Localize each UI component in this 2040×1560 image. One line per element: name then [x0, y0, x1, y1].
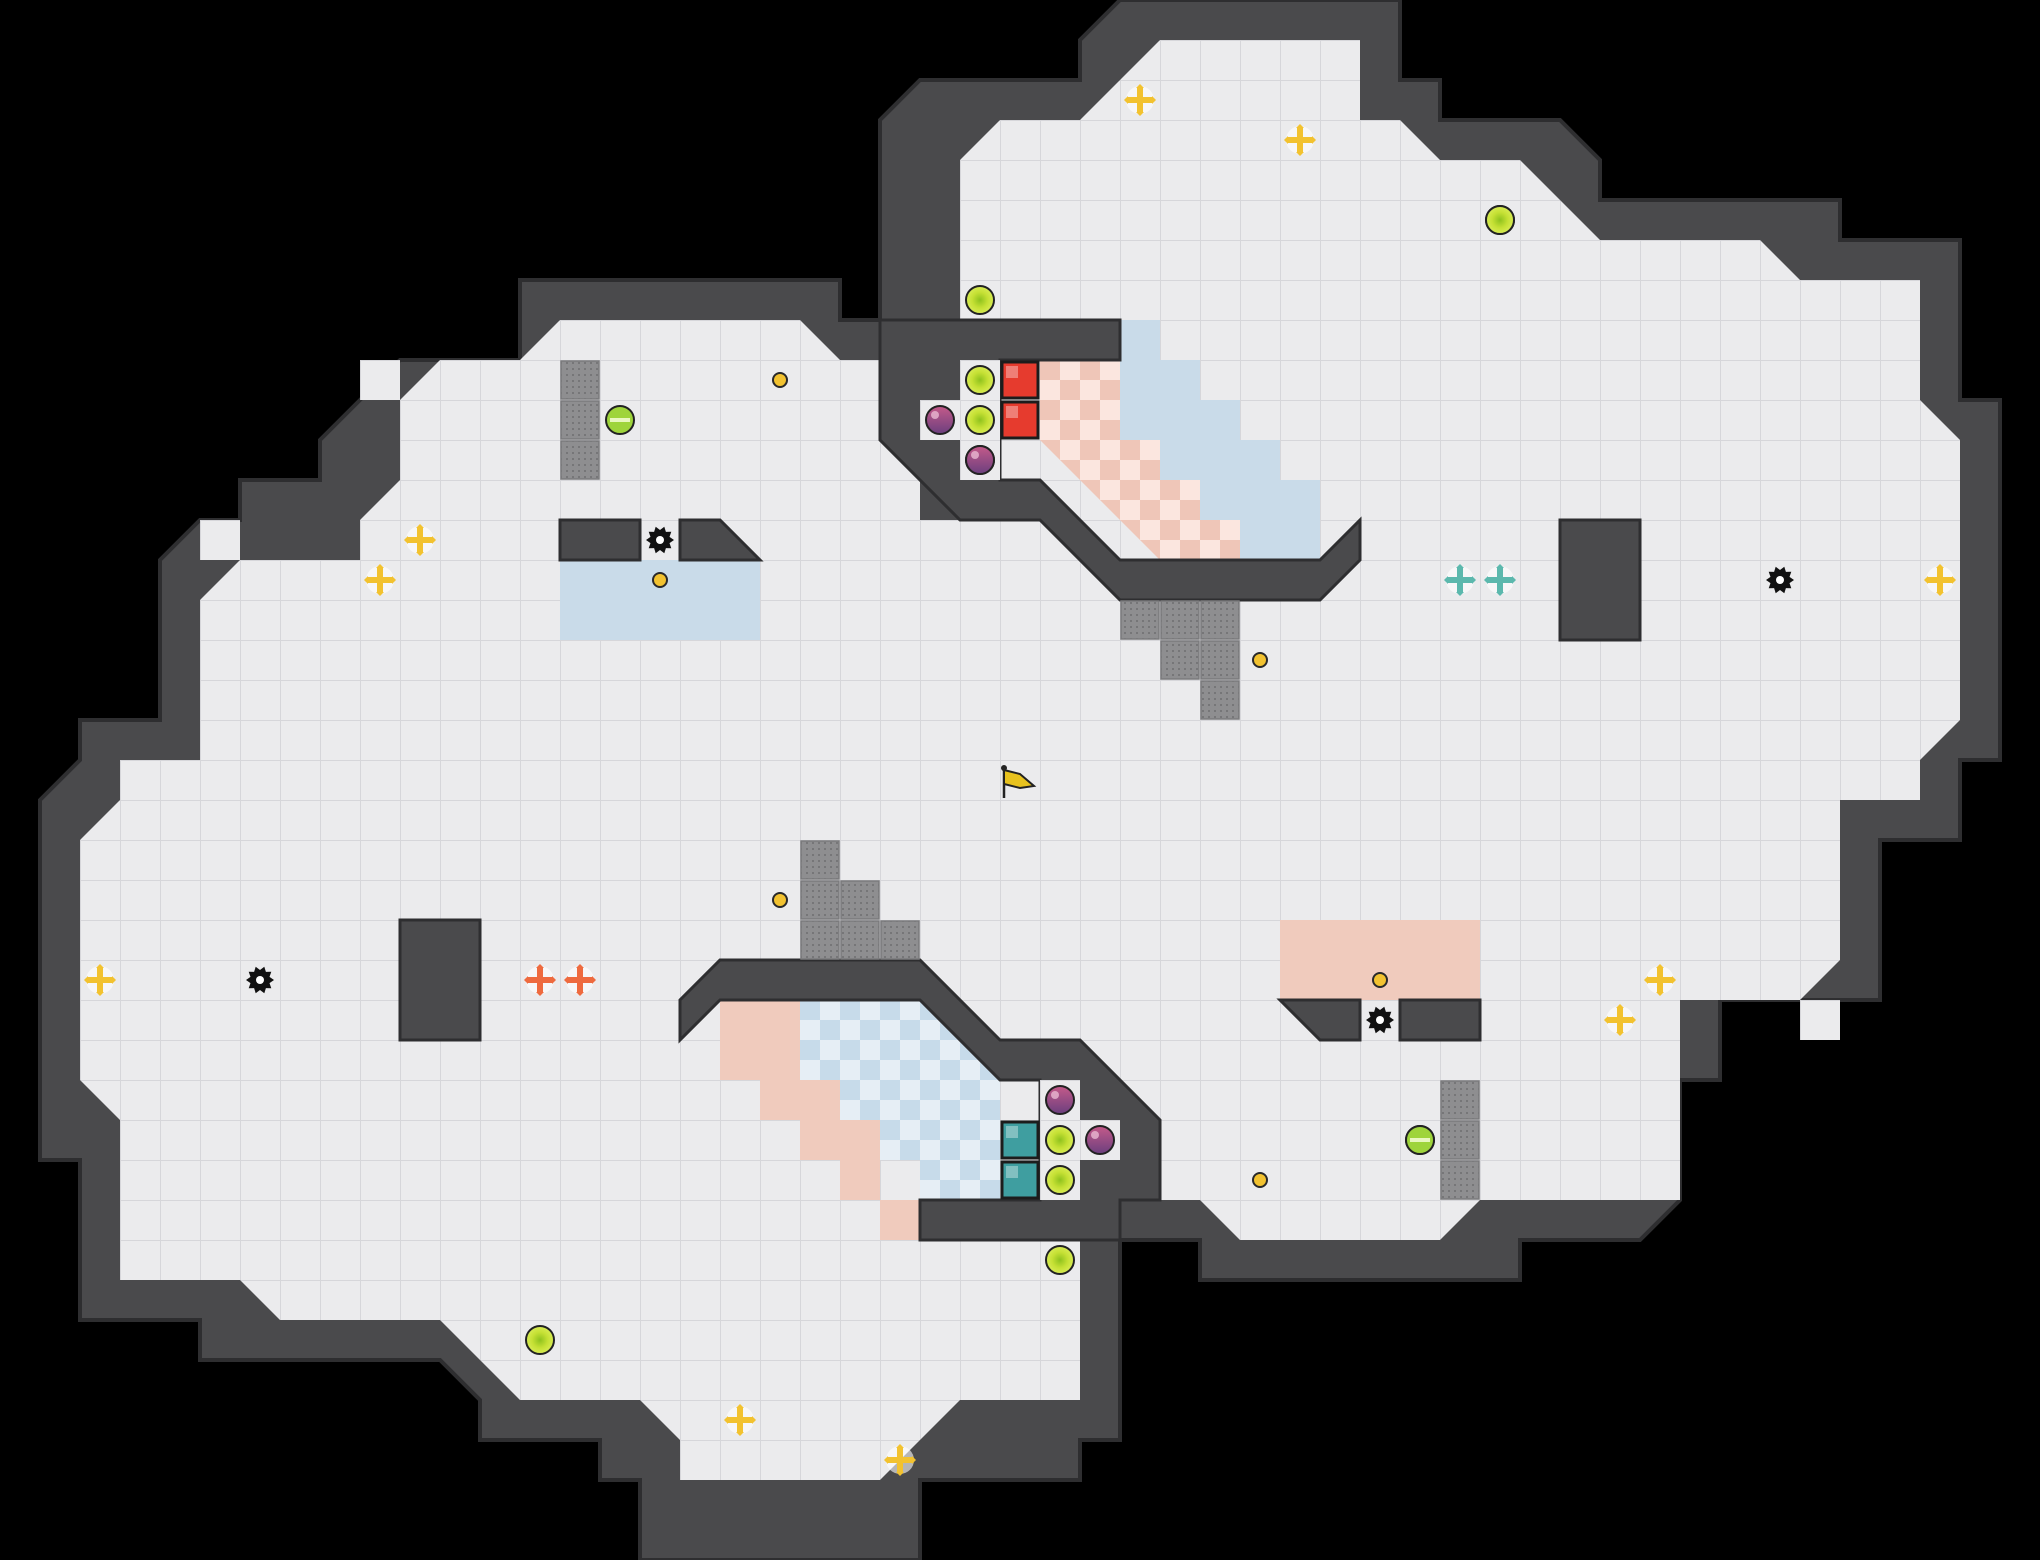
yellow-spawn-icon: [1604, 1004, 1636, 1036]
metal-block: [800, 880, 840, 920]
red-spawn-icon: [524, 964, 556, 996]
metal-block: [1200, 640, 1240, 680]
green-orb-icon: [1485, 205, 1515, 235]
entities-layer: [84, 84, 1956, 1476]
blue-wedge: [1120, 320, 1320, 560]
inner-wall-left-ramp: [678, 518, 764, 562]
green-orb-icon: [1045, 1245, 1075, 1275]
bomb-icon: [1085, 1125, 1115, 1155]
yellow-spawn-icon: [1284, 124, 1316, 156]
pillar-west: [398, 918, 482, 1042]
red-block-icon: [1000, 360, 1040, 400]
metal-block: [800, 840, 840, 880]
striped-orb-icon: [1405, 1125, 1435, 1155]
metal-block: [880, 920, 920, 960]
flag-icon: [1001, 765, 1037, 798]
metal-block: [1440, 1080, 1480, 1120]
coin-icon: [1252, 652, 1268, 668]
yellow-spawn-icon: [1924, 564, 1956, 596]
inner-wall-right-bar: [1398, 998, 1482, 1042]
green-orb-icon: [965, 405, 995, 435]
gear-icon: [646, 526, 674, 554]
green-orb-icon: [965, 365, 995, 395]
metal-block: [840, 920, 880, 960]
yellow-spawn-icon: [364, 564, 396, 596]
yellow-spawn-icon: [884, 1444, 916, 1476]
red-checker-zone: [1040, 360, 1240, 560]
metal-block: [1160, 640, 1200, 680]
green-orb-icon: [525, 1325, 555, 1355]
metal-blocks: [560, 360, 1480, 1200]
metal-block: [800, 920, 840, 960]
teal-block-icon: [1000, 1160, 1040, 1200]
metal-block: [1440, 1160, 1480, 1200]
inner-wall-right-ramp: [1276, 998, 1362, 1042]
red-spawn-icon: [564, 964, 596, 996]
teal-block-icon: [1000, 1120, 1040, 1160]
floor-zones: [560, 320, 1480, 1240]
coin-icon: [1372, 972, 1388, 988]
metal-block: [1120, 600, 1160, 640]
metal-block: [1160, 600, 1200, 640]
blue-checker-zone: [800, 1000, 1000, 1200]
arena-floor: [80, 40, 1960, 1480]
green-orb-icon: [1045, 1125, 1075, 1155]
bomb-icon: [1045, 1085, 1075, 1115]
coin-icon: [772, 372, 788, 388]
metal-block: [840, 880, 880, 920]
metal-block: [1440, 1120, 1480, 1160]
yellow-spawn-icon: [724, 1404, 756, 1436]
coin-icon: [772, 892, 788, 908]
green-orb-icon: [1045, 1165, 1075, 1195]
teal-spawn-icon: [1444, 564, 1476, 596]
gear-icon: [1366, 1006, 1394, 1034]
red-block-icon: [1000, 400, 1040, 440]
metal-block: [560, 360, 600, 400]
metal-block: [1200, 680, 1240, 720]
yellow-spawn-icon: [404, 524, 436, 556]
yellow-spawn-icon: [1644, 964, 1676, 996]
gear-icon: [1766, 566, 1794, 594]
metal-block: [1200, 600, 1240, 640]
floor-area: [80, 40, 1960, 1480]
pillar-east: [1558, 518, 1642, 642]
metal-block: [560, 440, 600, 480]
red-wedge: [720, 1000, 920, 1240]
gear-icon: [246, 966, 274, 994]
coin-icon: [652, 572, 668, 588]
bomb-icon: [925, 405, 955, 435]
bomb-icon: [965, 445, 995, 475]
yellow-spawn-icon: [84, 964, 116, 996]
yellow-spawn-icon: [1124, 84, 1156, 116]
striped-orb-icon: [605, 405, 635, 435]
coin-icon: [1252, 1172, 1268, 1188]
inner-wall-left-bar: [558, 518, 642, 562]
metal-block: [560, 400, 600, 440]
green-orb-icon: [965, 285, 995, 315]
teal-spawn-icon: [1484, 564, 1516, 596]
